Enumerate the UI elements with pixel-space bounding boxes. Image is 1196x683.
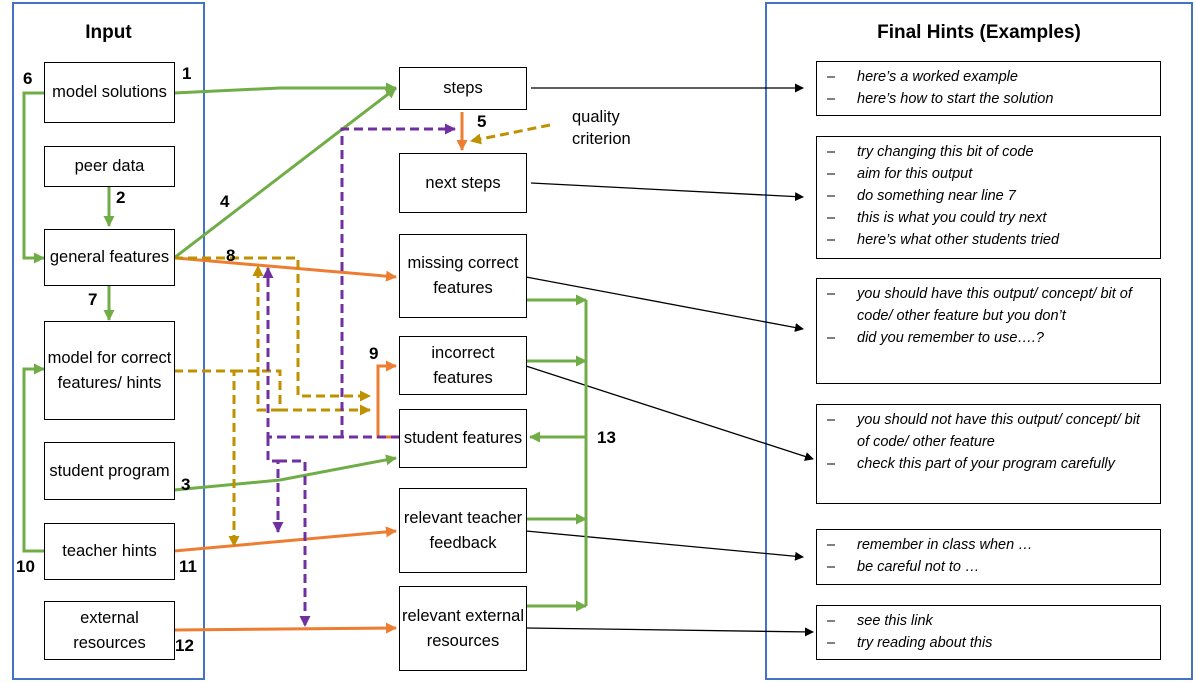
quality-criterion-label: quality criterion bbox=[572, 108, 631, 148]
hint-item: –here’s how to start the solution bbox=[827, 91, 1054, 107]
arrow-student-to-general bbox=[262, 267, 342, 439]
teacher-hints-label: teacher hints bbox=[62, 542, 157, 560]
step-number-4: 4 bbox=[220, 192, 230, 211]
external-resources-label: external resources bbox=[73, 608, 146, 652]
input-panel-title: Input bbox=[85, 22, 132, 43]
gold-dashed-arrows bbox=[174, 123, 551, 547]
step-number-6: 6 bbox=[23, 69, 33, 88]
model-solutions-label: model solutions bbox=[52, 83, 167, 101]
student-program-label: student program bbox=[49, 461, 170, 480]
step-number-9: 9 bbox=[369, 344, 379, 363]
general-features-box: general features bbox=[44, 229, 175, 286]
hint-item: –aim for this output bbox=[827, 166, 973, 182]
hint-item: –did you remember to use….? bbox=[827, 330, 1044, 346]
relevant-external-resources-label: relevant external resources bbox=[402, 606, 524, 650]
student-features-label: student features bbox=[403, 429, 523, 447]
step-number-10: 10 bbox=[16, 557, 35, 576]
arrow-9 bbox=[376, 360, 400, 439]
relevant-teacher-feedback-box: relevant teacher feedback bbox=[399, 488, 527, 573]
step-number-5: 5 bbox=[477, 112, 487, 131]
arrow-next-steps-to-hints bbox=[530, 182, 804, 202]
hint-item: –try changing this bit of code bbox=[827, 144, 1034, 160]
hint-output-arrows bbox=[525, 83, 814, 637]
purple-dashed-arrows bbox=[262, 123, 456, 627]
peer-data-label: peer data bbox=[74, 157, 145, 175]
arrow-8 bbox=[175, 256, 397, 282]
hint-item: –check this part of your program careful… bbox=[827, 456, 1115, 472]
hint-item: –you should not have this output/ concep… bbox=[827, 412, 1140, 450]
hint-item: –be careful not to … bbox=[827, 559, 980, 575]
hint-box-external-resources: –see this link –try reading about this bbox=[816, 605, 1161, 660]
arrow-11 bbox=[173, 526, 397, 553]
hint-item: –see this link bbox=[827, 613, 933, 629]
relevant-external-resources-box: relevant external resources bbox=[399, 586, 527, 671]
general-features-label: general features bbox=[49, 248, 170, 266]
arrow-6 bbox=[22, 91, 45, 264]
model-correct-features-label: model for correct features/ hints bbox=[47, 348, 172, 392]
hint-box-incorrect-features: –you should not have this output/ concep… bbox=[816, 404, 1161, 504]
arrow-incorrect-to-hints bbox=[525, 365, 814, 461]
arrow-10 bbox=[22, 363, 45, 553]
hint-box-missing-features: –you should have this output/ concept/ b… bbox=[816, 278, 1161, 384]
peer-data-box: peer data bbox=[44, 146, 175, 187]
student-features-box: student features bbox=[399, 409, 527, 468]
step-number-1: 1 bbox=[182, 64, 192, 83]
arrow-general-to-student-features bbox=[174, 256, 371, 402]
arrow-student-to-teacher-hints bbox=[266, 437, 284, 533]
steps-box: steps bbox=[399, 67, 527, 110]
arrow-missing-to-hints bbox=[525, 276, 804, 332]
arrow-12 bbox=[173, 622, 397, 634]
steps-label: steps bbox=[443, 79, 483, 97]
step-number-3: 3 bbox=[181, 475, 191, 494]
student-program-box: student program bbox=[44, 442, 175, 500]
hint-item: –do something near line 7 bbox=[827, 188, 1016, 204]
missing-correct-features-label: missing correct features bbox=[407, 254, 519, 297]
hint-item: –remember in class when … bbox=[827, 537, 1033, 553]
next-steps-box: next steps bbox=[399, 153, 527, 213]
hint-box-teacher-feedback: –remember in class when … –be careful no… bbox=[816, 529, 1161, 585]
step-number-2: 2 bbox=[116, 188, 126, 207]
step-number-11: 11 bbox=[179, 557, 197, 576]
hint-item: –here’s what other students tried bbox=[827, 232, 1060, 248]
arrow-teacher-feedback-to-hints bbox=[525, 530, 804, 561]
next-steps-label: next steps bbox=[425, 173, 501, 192]
relevant-teacher-feedback-label: relevant teacher feedback bbox=[403, 508, 523, 552]
arrow-model-up bbox=[252, 265, 280, 412]
model-correct-features-box: model for correct features/ hints bbox=[44, 321, 175, 420]
arrow-student-to-external bbox=[278, 459, 311, 627]
arrow-3 bbox=[173, 454, 397, 492]
missing-correct-features-box: missing correct features bbox=[399, 234, 527, 318]
input-panel: Input bbox=[12, 2, 205, 680]
hint-box-steps: –here’s a worked example –here’s how to … bbox=[816, 61, 1161, 116]
green-arrows bbox=[22, 82, 588, 612]
orange-arrows bbox=[173, 112, 468, 634]
arrow-external-to-hints bbox=[525, 627, 814, 637]
hint-item: –you should have this output/ concept/ b… bbox=[827, 286, 1132, 324]
arrow-model-to-teacher-hints bbox=[174, 369, 240, 547]
step-number-13: 13 bbox=[597, 428, 616, 447]
final-hints-panel: Final Hints (Examples) bbox=[765, 2, 1193, 680]
hint-box-next-steps: –try changing this bit of code –aim for … bbox=[816, 136, 1161, 259]
step-number-7: 7 bbox=[88, 290, 98, 309]
incorrect-features-label: incorrect features bbox=[431, 343, 495, 387]
arrow-1 bbox=[173, 82, 397, 95]
external-resources-box: external resources bbox=[44, 601, 175, 660]
step-number-8: 8 bbox=[226, 246, 236, 265]
hint-item: –try reading about this bbox=[827, 635, 993, 651]
hint-item: –this is what you could try next bbox=[827, 210, 1047, 226]
teacher-hints-box: teacher hints bbox=[44, 523, 175, 580]
arrow-4 bbox=[173, 86, 397, 260]
arrow-student-to-next-steps bbox=[340, 123, 456, 439]
hint-item: –here’s a worked example bbox=[827, 69, 1018, 85]
incorrect-features-box: incorrect features bbox=[399, 336, 527, 395]
arrow-model-to-incorrect bbox=[234, 369, 371, 416]
final-hints-title: Final Hints (Examples) bbox=[877, 22, 1081, 43]
step-number-12: 12 bbox=[175, 636, 194, 655]
model-solutions-box: model solutions bbox=[44, 62, 175, 123]
